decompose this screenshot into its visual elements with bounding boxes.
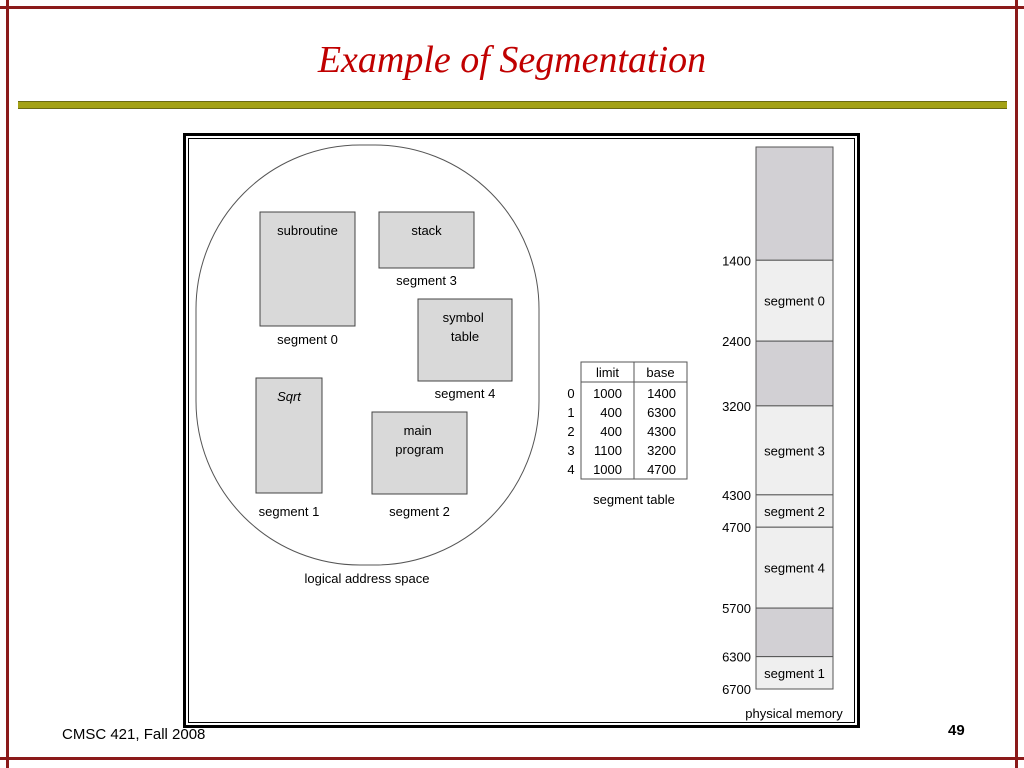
title-divider: [18, 101, 1007, 109]
frame-bottom-rule: [0, 757, 1024, 760]
block-stack: [378, 211, 475, 269]
block-label-main-program: main program: [395, 423, 443, 457]
memory-region-label-5: segment 4: [764, 561, 825, 576]
segment-table-row-1: 1 400 6300: [567, 405, 676, 420]
footer-course-label: CMSC 421, Fall 2008: [62, 726, 206, 743]
block-label-sqrt: Sqrt: [277, 389, 302, 404]
segment-table-limit-2: 400: [600, 424, 622, 439]
memory-address-label-0: 1400: [722, 253, 751, 268]
memory-address-label-6: 6300: [722, 650, 751, 665]
segment-table-index-2: 2: [567, 424, 574, 439]
segment-table-limit-3: 1100: [594, 443, 622, 458]
physical-memory-caption: physical memory: [745, 706, 843, 721]
segment-table-base-0: 1400: [647, 386, 676, 401]
block-label-symbol-table: symbol table: [443, 310, 488, 344]
memory-region-label-7: segment 1: [764, 666, 825, 681]
segment-table-row-2: 2 400 4300: [567, 424, 676, 439]
memory-region-label-1: segment 0: [764, 294, 825, 309]
block-label-stack: stack: [411, 223, 442, 238]
physical-memory-outline: [755, 146, 834, 690]
physical-memory: segment 0 segment 3 segment 2 segment 4 segm…: [722, 146, 843, 721]
segment-table-caption: segment table: [593, 492, 675, 507]
segment-label-stack: segment 3: [396, 273, 457, 288]
memory-region-3: [755, 405, 834, 496]
figure-inner-border: [188, 138, 855, 723]
segment-table-limit-1: 400: [600, 405, 622, 420]
logical-address-space: subroutine segment 0 stack segment 3 sym…: [195, 144, 540, 586]
segment-table-base-4: 4700: [647, 462, 676, 477]
segment-table-row-3: 3 1100 3200: [567, 443, 676, 458]
segment-table-base-1: 6300: [647, 405, 676, 420]
block-main-program: [371, 411, 468, 495]
segment-table-base-2: 4300: [647, 424, 676, 439]
slide-title: Example of Segmentation: [317, 39, 707, 81]
memory-address-label-3: 4300: [722, 488, 751, 503]
segment-table-index-4: 4: [567, 462, 574, 477]
block-label-main-program-line-2: program: [395, 442, 443, 457]
logical-space-caption: logical address space: [304, 571, 429, 586]
block-label-subroutine: subroutine: [277, 223, 338, 238]
memory-address-label-7: 6700: [722, 682, 751, 697]
slide-page-number: 49: [948, 722, 965, 739]
segment-table-index-3: 3: [567, 443, 574, 458]
segment-label-main-program: segment 2: [389, 504, 450, 519]
segment-label-symbol-table: segment 4: [435, 386, 496, 401]
frame-right-rule: [1015, 0, 1018, 768]
block-sqrt: [255, 377, 323, 494]
memory-region-0: [755, 146, 834, 261]
segmentation-diagram: subroutine segment 0 stack segment 3 sym…: [195, 144, 843, 721]
segment-label-sqrt: segment 1: [259, 504, 320, 519]
block-label-symbol-table-line-2: table: [451, 329, 479, 344]
memory-region-label-3: segment 3: [764, 443, 825, 458]
frame-top-rule: [0, 6, 1024, 9]
segment-table-row-4: 4 1000 4700: [567, 462, 676, 477]
block-label-symbol-table-line-1: symbol: [443, 310, 484, 325]
physical-memory-regions: segment 0 segment 3 segment 2 segment 4 segm…: [755, 146, 834, 690]
segmentation-figure: subroutine segment 0 stack segment 3 sym…: [183, 133, 860, 728]
block-subroutine: [259, 211, 356, 327]
frame-left-rule: [6, 0, 9, 768]
segment-table-row-0: 0 1000 1400: [567, 386, 676, 401]
segment-table: limit base 0 1000 1400 1 400 6300 2 400 …: [567, 361, 688, 507]
memory-address-label-4: 4700: [722, 520, 751, 535]
segment-table-header-limit: limit: [596, 365, 619, 380]
segment-table-index-0: 0: [567, 386, 574, 401]
segment-table-limit-4: 1000: [593, 462, 622, 477]
block-label-main-program-line-1: main: [404, 423, 432, 438]
block-symbol-table: [417, 298, 513, 382]
segment-table-limit-0: 1000: [593, 386, 622, 401]
memory-region-label-4: segment 2: [764, 504, 825, 519]
memory-address-label-1: 2400: [722, 334, 751, 349]
segment-table-index-1: 1: [567, 405, 574, 420]
physical-memory-addresses: 1400 2400 3200 4300 4700 5700 6300 6700: [722, 253, 751, 697]
memory-address-label-2: 3200: [722, 399, 751, 414]
memory-address-label-5: 5700: [722, 601, 751, 616]
segment-table-base-3: 3200: [647, 443, 676, 458]
memory-region-2: [755, 340, 834, 407]
segment-label-subroutine: segment 0: [277, 332, 338, 347]
memory-region-6: [755, 607, 834, 658]
segment-table-header-base: base: [646, 365, 674, 380]
